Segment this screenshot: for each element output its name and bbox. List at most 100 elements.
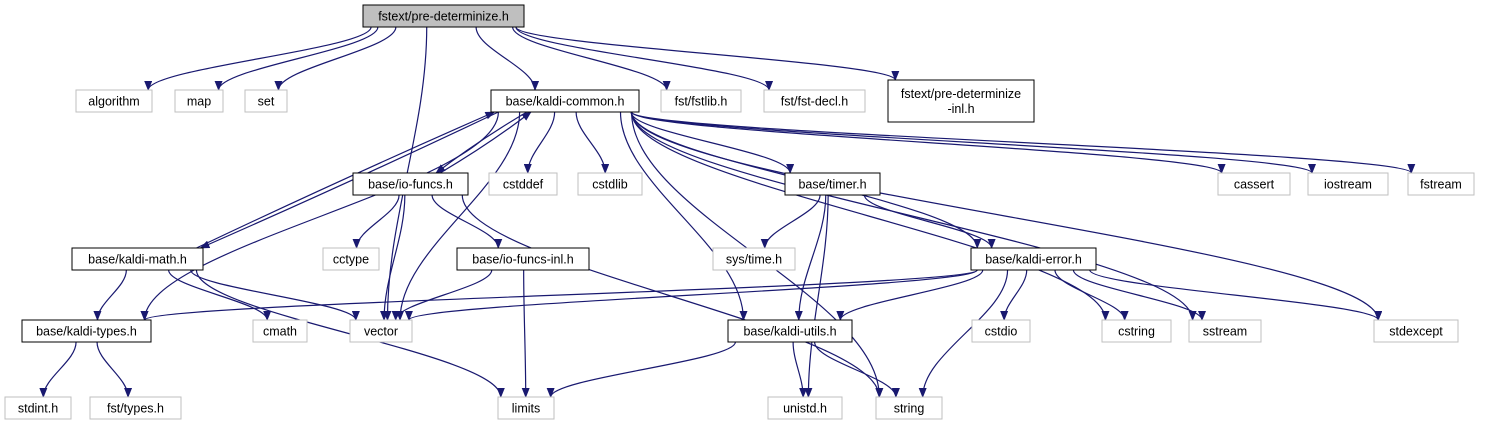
- node-box: [71, 247, 204, 271]
- node-label: unistd.h: [783, 402, 827, 416]
- node-box: [1407, 172, 1475, 196]
- node-label: -inl.h: [947, 102, 974, 116]
- edge-kaldi_common-to-iostream: [631, 111, 1316, 174]
- node-fstdecl: fst/fst-decl.h: [763, 89, 866, 113]
- node-map: map: [174, 89, 224, 113]
- node-root[interactable]: fstext/pre-determinize.h: [362, 4, 525, 28]
- node-label: base/kaldi-utils.h: [743, 325, 836, 339]
- node-box: [349, 319, 413, 343]
- node-algorithm: algorithm: [75, 89, 153, 113]
- node-set: set: [244, 89, 288, 113]
- node-label: base/kaldi-types.h: [36, 325, 137, 339]
- node-cstdio: cstdio: [971, 319, 1031, 343]
- node-label: fstream: [1420, 178, 1462, 192]
- node-io-funcs-inl[interactable]: base/io-funcs-inl.h: [456, 247, 590, 271]
- node-box: [352, 172, 469, 196]
- node-limits: limits: [497, 396, 555, 420]
- node-label: set: [258, 95, 275, 109]
- node-box: [727, 319, 853, 343]
- node-io-funcs[interactable]: base/io-funcs.h: [352, 172, 469, 196]
- edge-root-to-fstlib: [511, 26, 671, 91]
- edge-kaldi_error-to-cstdio: [1000, 269, 1028, 321]
- edge-io_funcs-to-cctype: [352, 194, 400, 249]
- node-label: cstring: [1118, 325, 1155, 339]
- node-label: base/kaldi-math.h: [88, 253, 187, 267]
- edge-kaldi_common-to-timer: [630, 111, 795, 174]
- edge-kaldi_common-to-kaldi_types: [140, 111, 499, 321]
- node-label: map: [187, 95, 211, 109]
- node-box: [1188, 319, 1262, 343]
- edge-root-to-map: [214, 26, 379, 91]
- node-label: stdexcept: [1389, 325, 1443, 339]
- edge-kaldi_math-to-vector: [190, 269, 360, 321]
- edge-root-to-algorithm: [144, 26, 372, 91]
- node-box: [490, 89, 640, 113]
- node-fstream: fstream: [1407, 172, 1475, 196]
- edge-kaldi_utils-to-string: [813, 341, 900, 398]
- node-kaldi-common[interactable]: base/kaldi-common.h: [490, 89, 640, 113]
- edge-kaldi_error-to-string: [918, 269, 1009, 398]
- node-label: base/timer.h: [798, 178, 866, 192]
- node-box: [660, 89, 742, 113]
- node-box: [1307, 172, 1389, 196]
- node-box: [784, 172, 881, 196]
- edge-root-to-kaldi_common: [475, 26, 540, 91]
- edge-kaldi_error-to-kaldi_types: [140, 269, 978, 321]
- node-label: iostream: [1324, 178, 1372, 192]
- node-vector: vector: [349, 319, 413, 343]
- node-label: cstddef: [503, 178, 544, 192]
- edge-kaldi_types-to-stdint: [39, 341, 77, 398]
- node-cstddef: cstddef: [488, 172, 558, 196]
- edge-kaldi_error-to-stdexcept: [1089, 269, 1383, 321]
- edge-root-to-set: [274, 26, 397, 91]
- node-kaldi-math[interactable]: base/kaldi-math.h: [71, 247, 204, 271]
- node-kaldi-types[interactable]: base/kaldi-types.h: [21, 319, 152, 343]
- edge-timer-to-kaldi_error: [863, 194, 996, 249]
- node-box: [1373, 319, 1459, 343]
- node-label: base/io-funcs-inl.h: [472, 253, 573, 267]
- node-box: [497, 396, 555, 420]
- node-box: [1101, 319, 1172, 343]
- edge-timer-to-systime: [760, 194, 821, 249]
- node-box: [488, 172, 558, 196]
- node-box: [75, 89, 153, 113]
- node-kaldi-error[interactable]: base/kaldi-error.h: [970, 247, 1097, 271]
- node-predet-inl[interactable]: fstext/pre-determinize-inl.h: [887, 79, 1035, 123]
- edge-io_funcs-to-io_funcs_inl: [431, 194, 503, 249]
- node-box: [887, 79, 1035, 123]
- node-fstlib: fst/fstlib.h: [660, 89, 742, 113]
- node-box: [244, 89, 288, 113]
- edge-kaldi_common-to-vector: [396, 111, 521, 321]
- edges-layer: [39, 26, 1415, 398]
- node-box: [4, 396, 72, 420]
- node-fsttypes: fst/types.h: [89, 396, 182, 420]
- node-box: [971, 319, 1031, 343]
- node-box: [174, 89, 224, 113]
- edge-kaldi_math-to-kaldi_common: [196, 111, 496, 249]
- node-label: fstext/pre-determinize: [901, 87, 1021, 101]
- node-label: cstdlib: [592, 178, 627, 192]
- edge-kaldi_common-to-kaldi_math: [199, 111, 499, 249]
- node-kaldi-utils[interactable]: base/kaldi-utils.h: [727, 319, 853, 343]
- node-unistd: unistd.h: [767, 396, 843, 420]
- edge-kaldi_math-to-kaldi_types: [93, 269, 127, 321]
- edge-kaldi_error-to-kaldi_utils: [836, 269, 984, 321]
- edge-kaldi_common-to-stdexcept: [631, 111, 1383, 321]
- node-label: cctype: [333, 253, 369, 267]
- edge-kaldi_error-to-vector: [405, 269, 978, 321]
- node-label: algorithm: [88, 95, 139, 109]
- edge-kaldi_utils-to-unistd: [792, 341, 808, 398]
- node-label: base/kaldi-common.h: [506, 95, 625, 109]
- edge-kaldi_common-to-fstream: [631, 111, 1415, 174]
- node-label: fst/fst-decl.h: [781, 95, 848, 109]
- node-stdexcept: stdexcept: [1373, 319, 1459, 343]
- node-box: [456, 247, 590, 271]
- edge-io_funcs_inl-to-vector: [391, 269, 493, 321]
- edge-kaldi_utils-to-limits: [546, 341, 737, 398]
- edge-kaldi_common-to-sstream: [631, 111, 1197, 321]
- node-box: [875, 396, 943, 420]
- edge-kaldi_error-to-sstream: [1072, 269, 1206, 321]
- node-label: base/io-funcs.h: [368, 178, 453, 192]
- node-timer[interactable]: base/timer.h: [784, 172, 881, 196]
